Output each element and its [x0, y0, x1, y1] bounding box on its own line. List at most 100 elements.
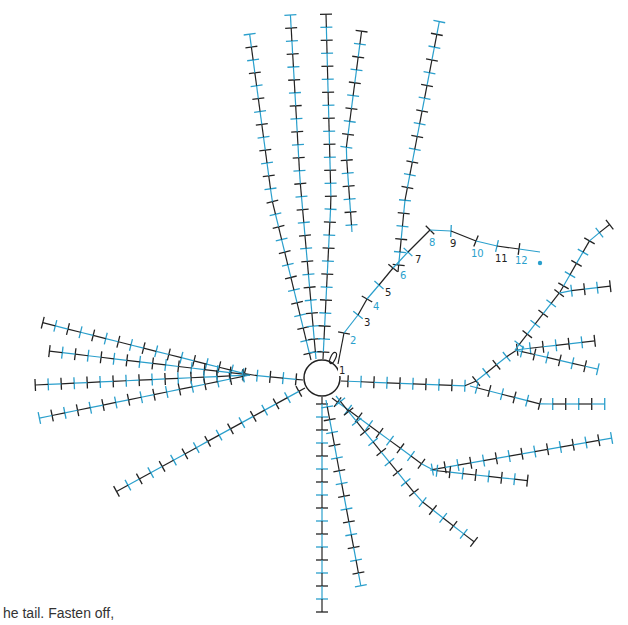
- chain-line: [255, 73, 257, 86]
- chain-line: [430, 469, 437, 471]
- chain-line: [527, 324, 535, 334]
- chain-line: [408, 230, 430, 252]
- chain-line: [326, 400, 327, 407]
- chain-line: [265, 150, 267, 163]
- chain-line: [415, 137, 417, 150]
- chain-line: [534, 355, 547, 358]
- chain-line: [243, 374, 250, 376]
- chain-line: [390, 441, 400, 449]
- chain-line: [328, 105, 330, 118]
- chain-line: [543, 303, 551, 313]
- chain-line: [298, 158, 300, 171]
- chain-line: [325, 300, 327, 313]
- chain-line: [153, 363, 166, 365]
- chain-line: [276, 398, 287, 404]
- chain-line: [458, 463, 471, 465]
- chain-line: [299, 171, 301, 184]
- chain-line: [350, 212, 352, 225]
- chain-line: [154, 392, 167, 395]
- chain-line: [328, 92, 330, 105]
- chain-line: [470, 386, 477, 388]
- chain-line: [118, 342, 131, 345]
- chain-line: [306, 341, 309, 354]
- chain-line: [250, 34, 252, 47]
- chain-line: [139, 379, 152, 381]
- chain-line: [243, 374, 250, 376]
- chain-line: [326, 53, 328, 66]
- chain-line: [173, 454, 184, 460]
- round-number: 7: [414, 255, 422, 265]
- round-number: 10: [470, 249, 485, 259]
- chain-line: [270, 189, 272, 202]
- chain-line: [35, 384, 48, 386]
- chain-line: [330, 196, 332, 209]
- chain-line: [282, 240, 285, 253]
- chain-line: [329, 157, 331, 170]
- chain-line: [404, 200, 405, 213]
- chain-line: [297, 132, 299, 145]
- chain-line: [267, 163, 269, 176]
- chain-line: [582, 341, 595, 342]
- chain-line: [353, 83, 355, 96]
- chain-line: [573, 443, 586, 445]
- chain-line: [519, 334, 527, 344]
- chain-line: [321, 573, 322, 586]
- single-crochet: [523, 331, 532, 338]
- chain-line: [357, 57, 359, 70]
- chain-line: [452, 385, 465, 387]
- chain-line: [342, 484, 344, 497]
- single-crochet: [460, 529, 467, 538]
- chain-line: [410, 162, 412, 175]
- chain-line: [291, 41, 293, 54]
- chain-line: [432, 467, 445, 469]
- chain-line: [128, 479, 139, 485]
- chain-line: [515, 344, 519, 350]
- chain-line: [527, 401, 540, 404]
- chain-line: [330, 420, 332, 433]
- chain-line: [139, 473, 150, 479]
- chain-line: [327, 66, 329, 79]
- chain-line: [560, 360, 573, 363]
- chain-line: [315, 352, 317, 359]
- single-crochet: [242, 369, 244, 381]
- chain-line: [279, 227, 282, 240]
- chain-line: [88, 356, 101, 358]
- chain-line: [348, 121, 350, 134]
- chain-line: [497, 246, 519, 249]
- chain-line: [543, 345, 556, 346]
- single-crochet: [530, 320, 539, 327]
- chain-line: [463, 474, 476, 475]
- chain-line: [167, 389, 180, 392]
- chain-line: [369, 425, 379, 433]
- chain-line: [553, 403, 566, 404]
- chain-line: [347, 173, 349, 186]
- chain-line: [295, 106, 297, 119]
- chain-line: [569, 342, 582, 343]
- chain-line: [179, 366, 192, 368]
- chain-line: [93, 335, 106, 338]
- chain-line: [321, 586, 322, 599]
- chain-line: [421, 464, 432, 470]
- single-crochet: [565, 272, 575, 278]
- chain-line: [309, 353, 311, 360]
- chain-line: [583, 241, 589, 252]
- chain-line: [434, 34, 436, 47]
- chain-line: [310, 287, 311, 300]
- chain-line: [430, 230, 451, 231]
- chain-line: [68, 329, 81, 332]
- chain-line: [486, 365, 496, 373]
- chain-line: [361, 381, 374, 383]
- chain-line: [476, 373, 486, 381]
- chain-line: [321, 456, 322, 469]
- chain-line: [296, 119, 298, 132]
- chain-line: [321, 521, 322, 534]
- chain-line: [253, 410, 264, 416]
- chain-line: [330, 170, 332, 183]
- round-number: 1: [338, 366, 346, 376]
- chain-line: [355, 70, 357, 83]
- chain-line: [166, 365, 179, 367]
- chain-line: [329, 209, 331, 222]
- single-crochet: [554, 289, 563, 296]
- chain-line: [425, 85, 427, 98]
